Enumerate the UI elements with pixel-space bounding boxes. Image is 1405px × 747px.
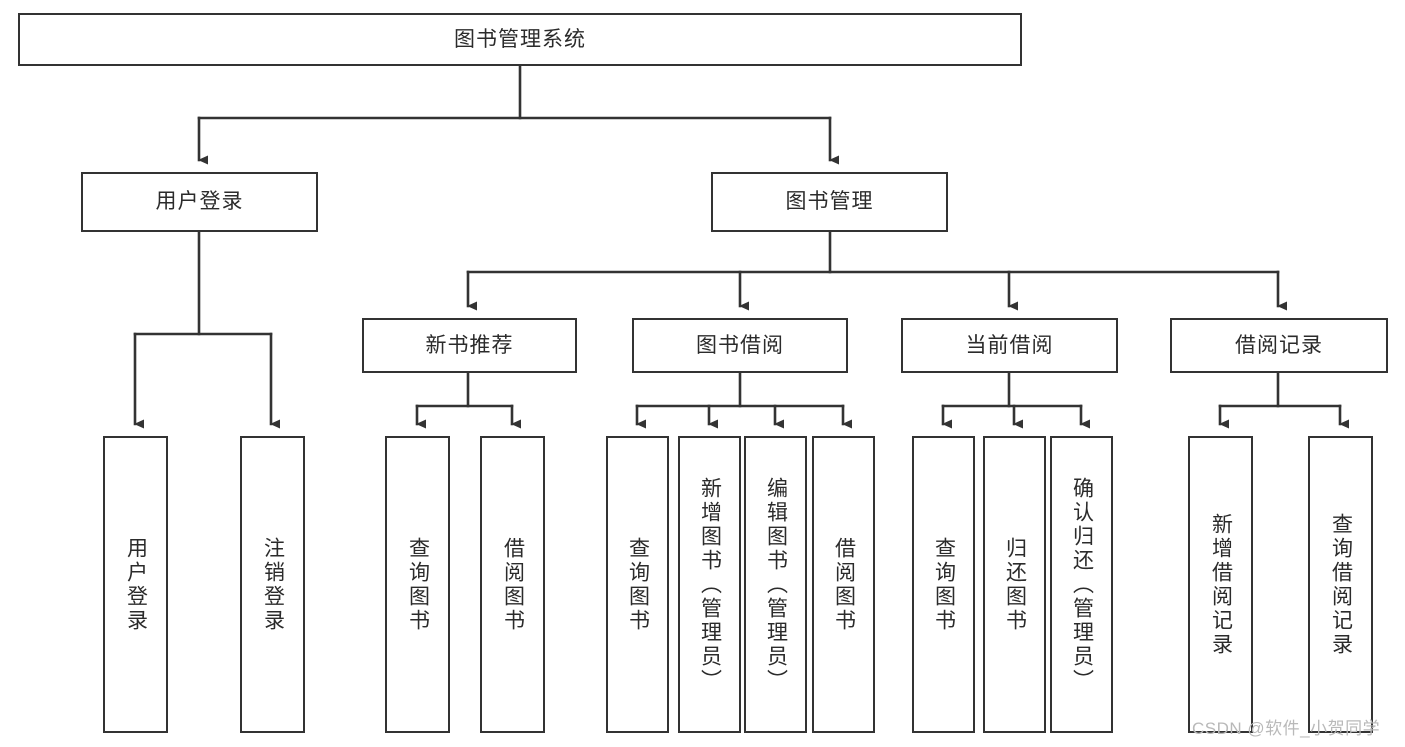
node-leaf-borrow-book-recommend[interactable]: 借阅图书: [480, 436, 545, 733]
node-leaf-query-borrow-record-label: 查询借阅记录: [1329, 512, 1353, 657]
node-leaf-query-book-current-label: 查询图书: [932, 536, 956, 633]
node-current-borrow[interactable]: 当前借阅: [901, 318, 1118, 373]
node-leaf-edit-book-admin[interactable]: 编辑图书（管理员）: [744, 436, 807, 733]
node-leaf-borrow-book[interactable]: 借阅图书: [812, 436, 875, 733]
node-book-borrow-label: 图书借阅: [696, 333, 784, 357]
node-new-book-recommend-label: 新书推荐: [425, 333, 514, 357]
node-borrow-record[interactable]: 借阅记录: [1170, 318, 1388, 373]
node-leaf-logout[interactable]: 注销登录: [240, 436, 305, 733]
node-book-management-label: 图书管理: [785, 190, 874, 214]
node-leaf-confirm-return-admin-label: 确认归还（管理员）: [1070, 476, 1094, 693]
node-leaf-user-login[interactable]: 用户登录: [103, 436, 168, 733]
node-leaf-query-book-borrow-label: 查询图书: [626, 536, 650, 633]
node-leaf-user-login-label: 用户登录: [124, 536, 148, 633]
node-leaf-add-borrow-record[interactable]: 新增借阅记录: [1188, 436, 1253, 733]
node-leaf-query-book-recommend-label: 查询图书: [406, 536, 430, 633]
node-leaf-borrow-book-recommend-label: 借阅图书: [501, 536, 525, 633]
node-user-login[interactable]: 用户登录: [81, 172, 318, 232]
node-new-book-recommend[interactable]: 新书推荐: [362, 318, 577, 373]
node-current-borrow-label: 当前借阅: [965, 333, 1054, 357]
node-leaf-query-book-current[interactable]: 查询图书: [912, 436, 975, 733]
node-leaf-return-book[interactable]: 归还图书: [983, 436, 1046, 733]
node-leaf-query-book-borrow[interactable]: 查询图书: [606, 436, 669, 733]
node-user-login-label: 用户登录: [155, 190, 244, 214]
node-leaf-add-book-admin[interactable]: 新增图书（管理员）: [678, 436, 741, 733]
node-book-borrow[interactable]: 图书借阅: [632, 318, 848, 373]
node-book-management[interactable]: 图书管理: [711, 172, 948, 232]
node-root-system-label: 图书管理系统: [454, 27, 586, 51]
node-leaf-query-borrow-record[interactable]: 查询借阅记录: [1308, 436, 1373, 733]
node-leaf-add-book-admin-label: 新增图书（管理员）: [698, 476, 722, 693]
node-leaf-logout-label: 注销登录: [261, 536, 285, 633]
node-leaf-query-book-recommend[interactable]: 查询图书: [385, 436, 450, 733]
node-leaf-return-book-label: 归还图书: [1003, 536, 1027, 633]
node-root-system[interactable]: 图书管理系统: [18, 13, 1022, 66]
node-leaf-add-borrow-record-label: 新增借阅记录: [1209, 512, 1233, 657]
node-leaf-borrow-book-label: 借阅图书: [832, 536, 856, 633]
node-borrow-record-label: 借阅记录: [1235, 333, 1323, 357]
node-leaf-edit-book-admin-label: 编辑图书（管理员）: [764, 476, 788, 693]
node-leaf-confirm-return-admin[interactable]: 确认归还（管理员）: [1050, 436, 1113, 733]
